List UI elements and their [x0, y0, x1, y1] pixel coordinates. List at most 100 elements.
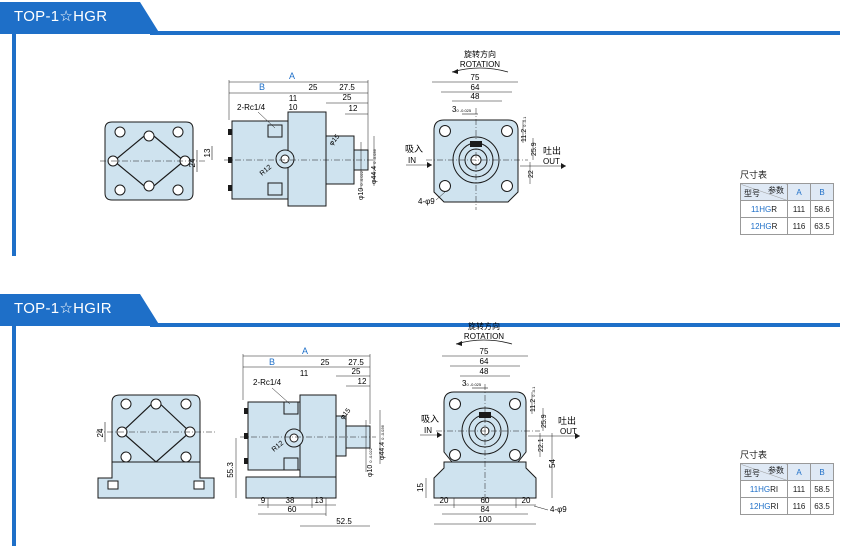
table-model-cell: 11HGR [740, 200, 788, 218]
table-col-a: A [787, 463, 811, 481]
table-b-cell: 58.6 [810, 200, 834, 218]
side-port-label: 2-Rc1/4 [237, 103, 266, 112]
front-dim-24: 24 [188, 158, 197, 167]
end-dim-11-2: 11.20 -0.1 [530, 386, 537, 412]
end-dim-54: 54 [548, 459, 557, 468]
table-model-cell: 11HGRI [740, 480, 788, 498]
end-dim-75: 75 [480, 347, 489, 356]
end-view: 旋转方向 ROTATION 75 64 48 30 -0.025 吸入 [405, 49, 566, 210]
side-dim-A: A [302, 346, 308, 356]
side-phi44: φ44.4 0 -0.036 [379, 424, 386, 460]
side-dim-60: 60 [288, 505, 297, 514]
out-label-en: OUT [560, 427, 577, 436]
table-a-cell: 111 [787, 480, 811, 498]
end-dim-64: 64 [480, 357, 489, 366]
out-label-cn: 吐出 [543, 145, 561, 156]
end-holes: 4-φ9 [418, 197, 435, 206]
end-dim-20a: 20 [440, 496, 449, 505]
side-dim-13: 13 [315, 496, 324, 505]
table-a-cell: 116 [787, 217, 811, 235]
end-dim-48: 48 [480, 367, 489, 376]
side-dim-A: A [289, 71, 295, 81]
section-title: TOP-1☆HGR [14, 8, 108, 25]
end-dim-22-1: 22.1 [538, 438, 545, 452]
table-corner: 参数 型号 [740, 463, 788, 481]
table-col-b: B [810, 183, 834, 201]
end-dim-75: 75 [471, 73, 480, 82]
out-label-cn: 吐出 [558, 415, 576, 426]
table-corner: 参数 型号 [740, 183, 788, 201]
in-label-cn: 吸入 [405, 144, 423, 154]
side-dim-38: 38 [286, 496, 295, 505]
side-port-label: 2-Rc1/4 [253, 378, 282, 387]
table-b-cell: 63.5 [810, 497, 834, 515]
table-model-label: 型号 [744, 189, 760, 198]
section-title: TOP-1☆HGIR [14, 300, 112, 317]
table-a-cell: 111 [787, 200, 811, 218]
table-a-cell: 116 [787, 497, 811, 515]
end-dim-25-9: 25.9 [531, 142, 538, 156]
side-dim-52-5: 52.5 [336, 517, 352, 526]
side-dim-12: 12 [349, 104, 358, 113]
table-title: 尺寸表 [740, 170, 768, 180]
side-phi10: φ10 0 -0.022 [367, 447, 374, 477]
end-dim-25-9: 25.9 [541, 414, 548, 428]
table-row: 12HGR 116 63.5 [740, 217, 834, 235]
end-dim-15: 15 [416, 483, 425, 492]
table-param-label: 参数 [768, 466, 784, 475]
side-phi15: φ15 [339, 407, 352, 421]
front-view: 24 13 [100, 121, 213, 201]
end-dim-60: 60 [481, 496, 490, 505]
table-model-cell: 12HGR [740, 217, 788, 235]
in-label-cn: 吸入 [421, 414, 439, 424]
drawing-area: 24 13 A B [100, 49, 566, 210]
side-dim-B: B [259, 82, 265, 92]
end-view: 旋转方向 ROTATION 75 64 48 30 -0.025 [416, 321, 580, 525]
rotation-en: ROTATION [464, 332, 504, 341]
header-rule [150, 323, 840, 327]
table-title: 尺寸表 [740, 450, 768, 460]
table-model-cell: 12HGRI [740, 497, 788, 515]
in-label-en: IN [408, 156, 416, 165]
out-label-en: OUT [543, 157, 560, 166]
table-row: 11HGR 111 58.6 [740, 200, 834, 218]
side-dim-27-5: 27.5 [339, 83, 355, 92]
side-dim-B: B [269, 357, 275, 367]
rotation-cn: 旋转方向 [464, 49, 496, 59]
side-dim-25b: 25 [343, 93, 352, 102]
end-dim-100: 100 [478, 515, 492, 524]
table-b-cell: 63.5 [810, 217, 834, 235]
table-param-label: 参数 [768, 186, 784, 195]
rotation-en: ROTATION [460, 60, 500, 69]
table-model-label: 型号 [744, 469, 760, 478]
side-dim-55-3: 55.3 [226, 462, 235, 478]
front-dim-24: 24 [96, 428, 105, 437]
side-dim-11: 11 [289, 94, 298, 103]
end-dim-3: 30 -0.025 [462, 379, 482, 388]
end-dim-84: 84 [481, 505, 490, 514]
table-col-b: B [810, 463, 834, 481]
table-row: 12HGRI 116 63.5 [740, 497, 834, 515]
front-view: 24 [96, 394, 215, 499]
side-view: A B 25 27.5 25 12 11 2-Rc1/4 R12 φ15 φ10… [226, 346, 386, 527]
section-top-1-hgir: TOP-1☆HGIR 24 [0, 292, 850, 548]
side-dim-25: 25 [321, 358, 330, 367]
end-holes: 4-φ9 [550, 505, 567, 514]
dimension-table: 尺寸表 参数 型号 A B 11HGRI 111 58.5 12HGRI 116… [740, 448, 834, 515]
rotation-cn: 旋转方向 [468, 321, 500, 331]
table-col-a: A [787, 183, 811, 201]
end-dim-22: 22 [528, 170, 535, 178]
section-header: TOP-1☆HGR [0, 0, 850, 35]
side-phi44: φ44.4 0 -0.036 [371, 148, 378, 184]
end-dim-20b: 20 [522, 496, 531, 505]
side-dim-27-5: 27.5 [348, 358, 364, 367]
left-rule [12, 326, 16, 546]
section-header: TOP-1☆HGIR [0, 292, 850, 327]
end-dim-3: 30 -0.025 [452, 105, 472, 114]
side-dim-12: 12 [358, 377, 367, 386]
side-dim-25: 25 [309, 83, 318, 92]
side-dim-25b: 25 [352, 367, 361, 376]
left-rule [12, 34, 16, 256]
side-dim-11: 11 [300, 369, 309, 378]
side-dim-9: 9 [261, 496, 266, 505]
